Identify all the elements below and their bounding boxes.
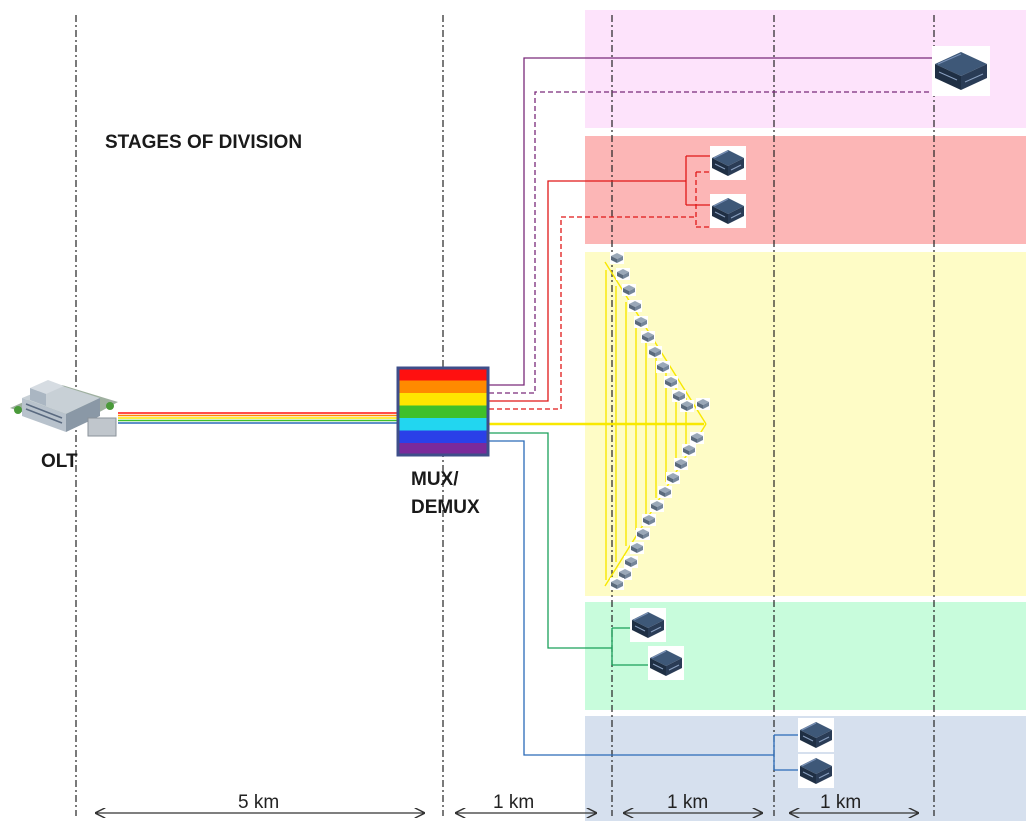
- olt-building-icon: [10, 380, 118, 437]
- red-fibers: [489, 155, 712, 410]
- mux-demux-box: [396, 366, 490, 457]
- distance-label-3: 1 km: [667, 792, 709, 813]
- distance-label-2: 1 km: [493, 792, 535, 813]
- onu-icon: [797, 753, 835, 789]
- olt-label: OLT: [41, 451, 78, 472]
- onu-icon: [797, 717, 835, 753]
- mux-label-line2: DEMUX: [411, 497, 480, 518]
- onu-icon: [709, 193, 747, 229]
- onu-icon: [709, 145, 747, 181]
- band-red: [585, 136, 1026, 244]
- feeder-fiber: [118, 412, 398, 424]
- mux-label-line1: MUX/: [411, 469, 459, 490]
- green-fibers: [489, 432, 650, 666]
- mux-demux-label: MUX/ DEMUX: [411, 466, 480, 522]
- onu-icon: [629, 607, 667, 643]
- distance-label-1: 5 km: [238, 792, 280, 813]
- purple-fibers: [489, 57, 938, 394]
- onu-icon: [647, 645, 685, 681]
- diagram-title: STAGES OF DIVISION: [105, 132, 303, 153]
- blue-fibers: [489, 440, 800, 771]
- onu-icon: [931, 45, 991, 97]
- distance-label-4: 1 km: [820, 792, 862, 813]
